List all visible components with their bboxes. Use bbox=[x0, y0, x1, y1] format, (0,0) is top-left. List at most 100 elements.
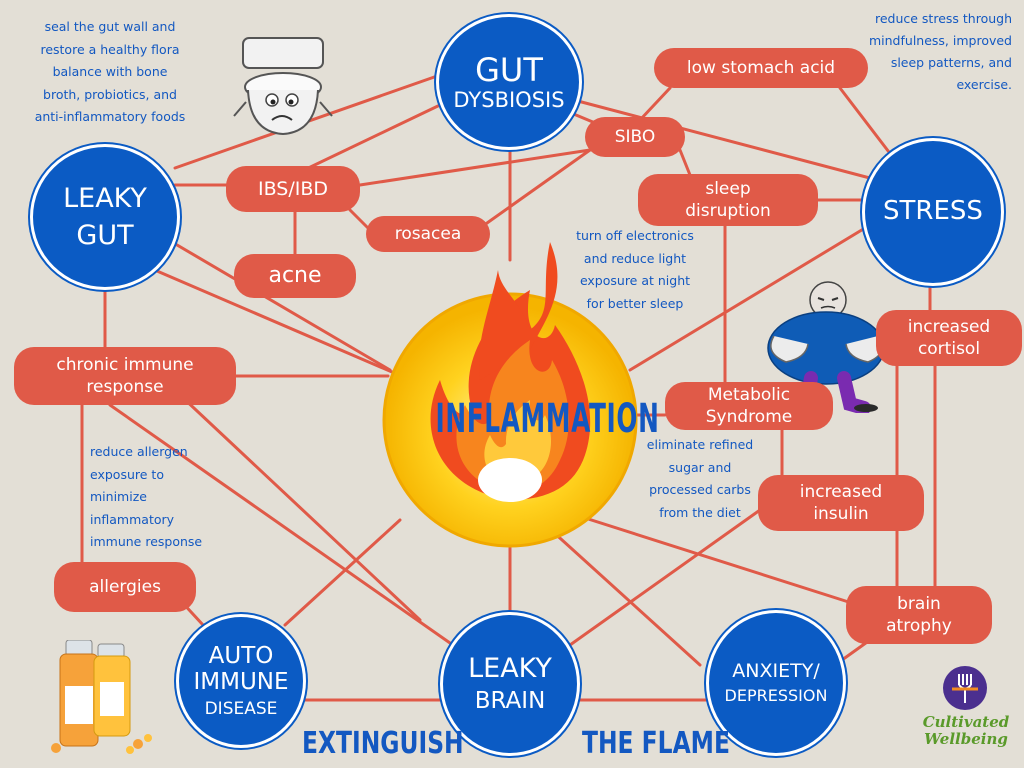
sugar-tip: eliminate refined sugar and processed ca… bbox=[638, 434, 762, 524]
tip-line: immune response bbox=[90, 534, 203, 549]
flame-icon bbox=[382, 242, 638, 548]
tip-line: and reduce light bbox=[583, 250, 687, 266]
connector-line bbox=[558, 508, 860, 607]
pill-label-line: acne bbox=[268, 262, 322, 288]
gut-healing-tip: seal the gut wall and restore a healthy … bbox=[22, 16, 198, 129]
allergies-pill: allergies bbox=[54, 562, 196, 612]
tip-line: turn off electronics bbox=[576, 228, 694, 243]
pill-label-line: insulin bbox=[813, 504, 869, 524]
node-label-line: IMMUNE bbox=[193, 669, 289, 696]
brand-line: Cultivated bbox=[922, 713, 1010, 731]
pill-label-line: response bbox=[86, 377, 164, 397]
connector-line bbox=[170, 240, 392, 372]
connector-line bbox=[568, 508, 762, 647]
connector-line bbox=[358, 148, 592, 187]
node-label-line: DEPRESSION bbox=[724, 685, 828, 705]
sibo-pill: SIBO bbox=[585, 117, 685, 157]
connector-line bbox=[628, 223, 872, 372]
connector-line bbox=[838, 86, 897, 162]
pill-label-line: increased bbox=[799, 481, 883, 502]
connector-line bbox=[298, 103, 442, 174]
connector-line bbox=[283, 518, 402, 627]
tip-line: sugar and bbox=[668, 459, 732, 475]
node-label-line: GUT bbox=[76, 220, 134, 251]
node-label-line: LEAKY bbox=[468, 653, 552, 685]
connector-line bbox=[478, 148, 592, 230]
tip-line: seal the gut wall and bbox=[44, 19, 176, 34]
gut-dysbiosis-node: GUT DYSBIOSIS bbox=[436, 14, 582, 150]
low-stomach-acid-pill: low stomach acid bbox=[654, 48, 868, 88]
brand-line: Wellbeing bbox=[924, 729, 1008, 748]
node-label-line: LEAKY bbox=[63, 182, 147, 214]
connector-line bbox=[538, 518, 702, 667]
tip-line: balance with bone bbox=[52, 64, 168, 79]
connector-line bbox=[678, 148, 692, 177]
fork-logo-icon bbox=[943, 666, 987, 710]
tip-line: exercise. bbox=[956, 76, 1012, 92]
node-label-line: GUT bbox=[475, 50, 543, 89]
node-label-line: DYSBIOSIS bbox=[453, 88, 565, 113]
metabolic-syndrome-pill: Metabolic Syndrome bbox=[665, 382, 833, 430]
chronic-immune-pill: chronic immune response bbox=[14, 347, 236, 405]
node-label-line: ANXIETY/ bbox=[732, 659, 820, 682]
brain-atrophy-pill: brain atrophy bbox=[846, 586, 992, 644]
stress-node: STRESS bbox=[862, 138, 1004, 286]
pill-label-line: low stomach acid bbox=[686, 57, 836, 78]
pill-label-line: Syndrome bbox=[705, 407, 793, 427]
tip-line: exposure to bbox=[90, 466, 164, 482]
sleep-disruption-pill: sleep disruption bbox=[638, 174, 818, 226]
connector-line bbox=[108, 403, 462, 652]
tip-line: exposure at night bbox=[579, 273, 691, 288]
increased-insulin-pill: increased insulin bbox=[758, 475, 924, 531]
pill-label-line: atrophy bbox=[886, 616, 952, 636]
rosacea-pill: rosacea bbox=[366, 216, 490, 252]
pill-label-line: rosacea bbox=[394, 223, 462, 244]
increased-cortisol-pill: increased cortisol bbox=[876, 310, 1022, 366]
tip-line: processed carbs bbox=[649, 482, 751, 497]
connector-line bbox=[178, 393, 422, 622]
tip-line: mindfulness, improved bbox=[868, 32, 1012, 48]
pill-label-line: increased bbox=[907, 316, 991, 337]
autoimmune-node: AUTO IMMUNE DISEASE bbox=[176, 614, 306, 748]
tip-line: restore a healthy flora bbox=[40, 41, 180, 57]
stress-tip: reduce stress through mindfulness, impro… bbox=[838, 8, 1012, 96]
brand-name: Cultivated Wellbeing bbox=[914, 714, 1018, 747]
tip-line: minimize bbox=[90, 489, 147, 504]
tip-line: from the diet bbox=[659, 504, 741, 520]
node-label-line: DISEASE bbox=[204, 698, 278, 719]
tip-line: for better sleep bbox=[586, 295, 684, 311]
tip-line: inflammatory bbox=[90, 511, 175, 527]
connector-line bbox=[148, 266, 394, 374]
banner-the-flame: THE FLAME bbox=[582, 726, 730, 761]
pill-label-line: disruption bbox=[685, 201, 771, 221]
tip-line: eliminate refined bbox=[646, 437, 754, 452]
tip-line: reduce allergen bbox=[90, 444, 188, 459]
tip-line: broth, probiotics, and bbox=[43, 86, 177, 102]
tip-line: reduce stress through bbox=[874, 11, 1012, 26]
allergen-tip: reduce allergen exposure to minimize inf… bbox=[90, 441, 220, 554]
node-label-line: STRESS bbox=[883, 196, 983, 227]
pill-label-line: IBS/IBD bbox=[257, 177, 329, 200]
banner-extinguish: EXTINGUISH bbox=[302, 726, 464, 761]
pill-label-line: sleep bbox=[705, 178, 751, 199]
pill-label-line: allergies bbox=[89, 576, 161, 597]
sleep-tip: turn off electronics and reduce light ex… bbox=[564, 225, 706, 315]
pill-label-line: brain bbox=[897, 593, 941, 614]
toilet-icon bbox=[233, 37, 333, 136]
acne-pill: acne bbox=[234, 254, 356, 298]
connector-line bbox=[553, 93, 887, 184]
leaky-brain-node: LEAKY BRAIN bbox=[440, 612, 580, 756]
node-label-line: AUTO bbox=[208, 642, 274, 669]
leaky-gut-node: LEAKY GUT bbox=[30, 144, 180, 290]
pill-label-line: chronic immune bbox=[56, 354, 194, 375]
node-label-line: BRAIN bbox=[474, 688, 546, 715]
anxiety-depression-node: ANXIETY/ DEPRESSION bbox=[706, 610, 846, 756]
tip-line: sleep patterns, and bbox=[890, 54, 1012, 70]
pill-label-line: SIBO bbox=[614, 126, 656, 147]
ibs-ibd-pill: IBS/IBD bbox=[226, 166, 360, 212]
connector-line bbox=[638, 86, 672, 122]
pill-label-line: Metabolic bbox=[707, 384, 791, 405]
pill-label-line: cortisol bbox=[917, 339, 981, 359]
